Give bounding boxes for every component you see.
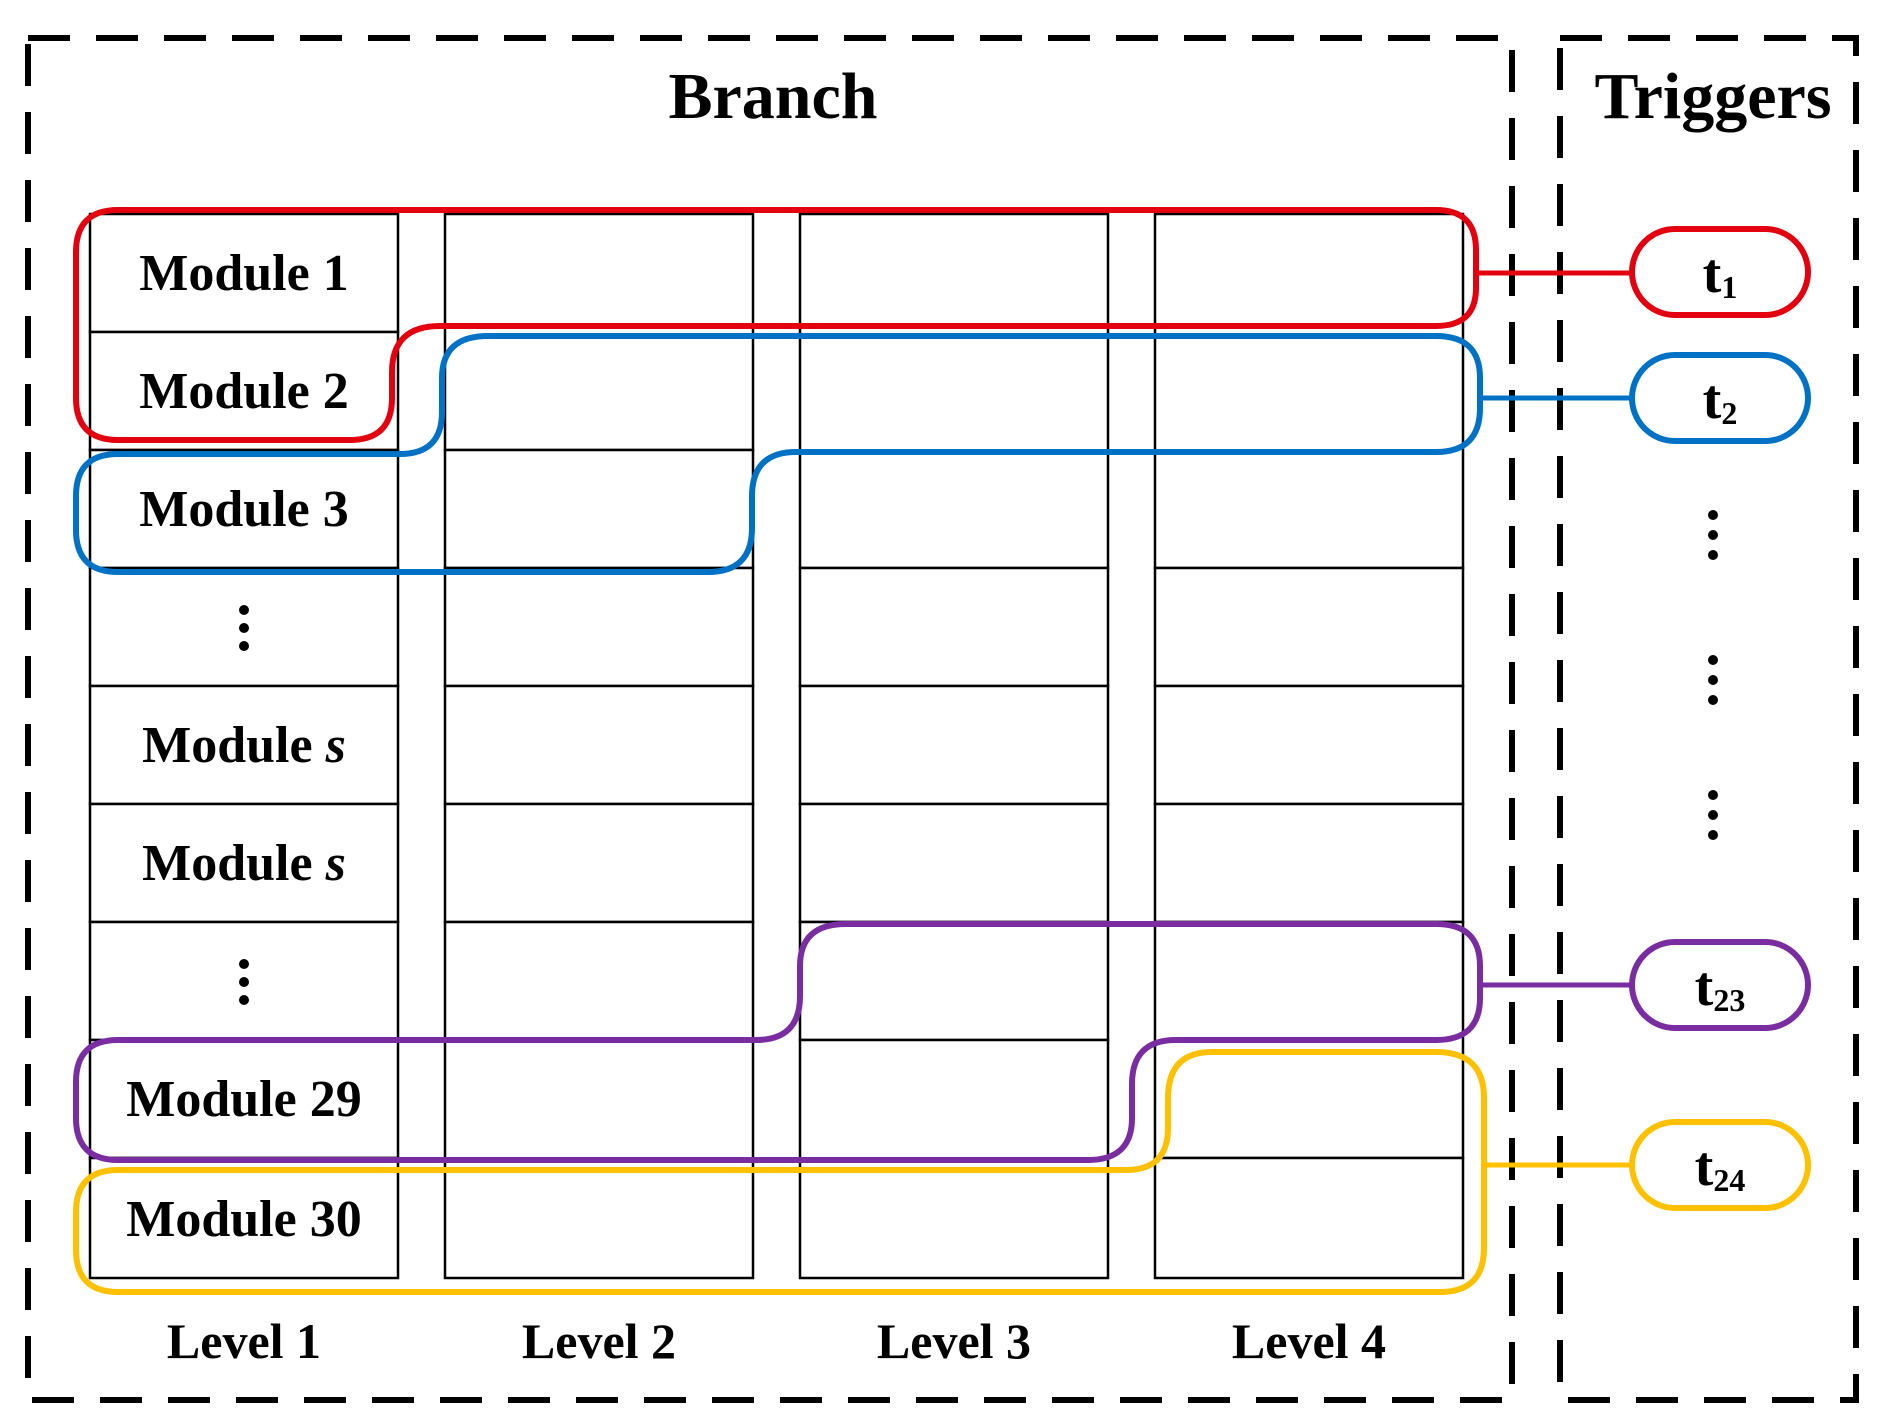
level-cell [1153, 802, 1465, 924]
level-1-column [88, 212, 400, 1280]
level-cell [798, 566, 1110, 688]
level-3-column [798, 212, 1110, 1280]
module-cell [88, 1156, 400, 1280]
trigger-t23-box [1629, 939, 1811, 1031]
level-cell [1153, 684, 1465, 806]
level-2-label: Level 2 [522, 1313, 676, 1369]
trigger-t24-label: t24 [1695, 1136, 1746, 1198]
level-cell [443, 802, 755, 924]
triggers-region [1557, 35, 1859, 1403]
trigger-t24-box [1629, 1119, 1811, 1211]
trigger-t2-loop [73, 333, 1483, 575]
module-s-label: Module s [142, 835, 346, 892]
level-cell [798, 212, 1110, 570]
trigger-t2[interactable]: t2 [1629, 352, 1811, 444]
module-ellipsis-icon [239, 959, 249, 1005]
module-cell [88, 330, 400, 452]
level-cell [1153, 212, 1465, 570]
level-cell [443, 448, 755, 570]
module-cell [88, 802, 400, 924]
trigger-t2-label: t2 [1703, 369, 1738, 431]
level-cell [443, 566, 755, 688]
trigger-t1-box [1629, 226, 1811, 318]
trigger-t1[interactable]: t1 [1629, 226, 1811, 318]
trigger-t1-label: t1 [1703, 243, 1738, 305]
level-cell [1153, 1156, 1465, 1280]
level-1-label: Level 1 [167, 1313, 321, 1369]
module-30-label: Module 30 [126, 1191, 361, 1248]
trigger-t1-loop [73, 207, 1479, 443]
level-3-label: Level 3 [877, 1313, 1031, 1369]
trigger-t23[interactable]: t23 [1629, 939, 1811, 1031]
level-cell [1153, 566, 1465, 688]
level-cell [798, 920, 1110, 1042]
level-cell [443, 212, 755, 452]
level-cell [443, 684, 755, 806]
level-cell [443, 920, 755, 1042]
module-29-label: Module 29 [126, 1071, 361, 1128]
module-cell [88, 684, 400, 806]
trigger-ellipsis-icon [1708, 510, 1718, 560]
triggers-title: Triggers [1594, 60, 1831, 133]
level-4-column [1153, 212, 1465, 1280]
trigger-t24-loop [73, 1049, 1487, 1295]
module-3-label: Module 3 [139, 481, 348, 538]
module-s-label: Module s [142, 717, 346, 774]
branch-title: Branch [668, 60, 877, 133]
module-labels: Module 1 Module 2 Module 3 Module s Modu… [126, 245, 361, 1248]
trigger-t23-loop [73, 921, 1483, 1163]
level-cell [798, 684, 1110, 806]
module-ellipsis-icon [239, 605, 249, 651]
trigger-t24[interactable]: t24 [1629, 1119, 1811, 1211]
level-4-label: Level 4 [1232, 1313, 1386, 1369]
trigger-t2-box [1629, 352, 1811, 444]
trigger-t23-label: t23 [1695, 956, 1746, 1018]
trigger-ellipsis-icon [1708, 655, 1718, 705]
module-1-label: Module 1 [139, 245, 348, 302]
level-cell [798, 802, 1110, 924]
module-cell [88, 1038, 400, 1160]
trigger-ellipsis-icon [1708, 790, 1718, 840]
level-2-column [443, 212, 755, 1280]
level-labels: Level 1 Level 2 Level 3 Level 4 [167, 1313, 1386, 1369]
module-2-label: Module 2 [139, 363, 348, 420]
